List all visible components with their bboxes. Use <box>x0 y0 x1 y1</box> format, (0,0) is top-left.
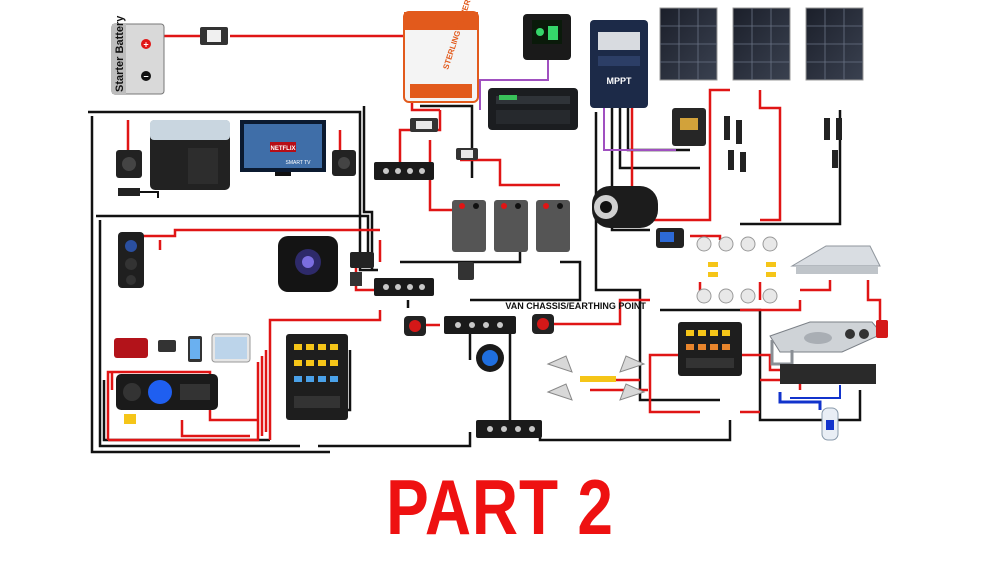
battery-monitor <box>476 344 504 372</box>
mc4-connectors <box>724 116 842 172</box>
midi-fuse <box>456 148 478 160</box>
starter-battery-label: Starter Battery <box>114 15 126 92</box>
remote-display <box>523 14 571 60</box>
water-pipe-2 <box>790 385 841 399</box>
pump-switch <box>876 320 888 338</box>
data-wires <box>479 58 676 151</box>
battery-shunt <box>458 262 474 280</box>
dash-socket-panel <box>116 374 218 410</box>
tv-brand: SMART TV <box>285 160 311 166</box>
car-charger-plug <box>118 188 159 198</box>
solar-panel <box>659 7 718 81</box>
isolator-switch <box>404 316 426 336</box>
fridge-socket <box>116 150 142 178</box>
water-pump <box>821 407 839 441</box>
busbar-charger <box>374 162 434 180</box>
solar-panel <box>805 7 864 81</box>
mppt-label: MPPT <box>606 76 632 86</box>
heater-controller <box>656 228 684 248</box>
wifi-router <box>278 236 338 292</box>
phone <box>188 336 202 362</box>
battery-plus-label: + <box>143 40 148 50</box>
mppt-controller: MPPT <box>590 20 648 108</box>
light-connectors <box>708 262 776 277</box>
fuse-box-left <box>286 334 348 420</box>
busbar-negative <box>476 420 542 438</box>
isolator-switch <box>532 314 554 334</box>
tv-socket <box>332 150 356 176</box>
solar-isolator <box>672 108 706 146</box>
chassis-point-label: VAN CHASSIS/EARTHING POINT <box>505 301 646 311</box>
socket-fuse <box>124 414 136 424</box>
strip-lights <box>546 355 646 401</box>
tv-badge: NETFLIX <box>271 146 296 152</box>
sink-hob-unit <box>769 321 883 384</box>
solar-panel <box>732 7 791 81</box>
roof-fan <box>790 245 881 274</box>
inverter-small <box>114 338 148 358</box>
leisure-battery-bank <box>452 200 570 252</box>
fridge <box>150 120 230 190</box>
battery-charger: STERLING POWER <box>403 0 479 103</box>
busbar-main <box>374 278 434 296</box>
battery-minus-label: − <box>143 72 148 82</box>
router-socket <box>350 252 374 286</box>
car-charger <box>158 340 176 352</box>
smart-tv: NETFLIX SMART TV <box>240 120 326 176</box>
downlights <box>696 236 778 304</box>
diesel-heater <box>592 186 658 228</box>
part-title: PART 2 <box>386 463 614 551</box>
solar-panel-array <box>659 7 864 81</box>
anl-fuse <box>410 118 438 132</box>
usb-socket-panel <box>118 232 144 288</box>
inverter <box>488 88 578 130</box>
starter-battery: + − Starter Battery <box>111 15 165 95</box>
tablet <box>211 333 251 363</box>
negative-wires <box>88 94 862 454</box>
water-pipe <box>778 392 822 410</box>
fuse-box-right <box>678 322 742 376</box>
inline-fuse <box>200 27 228 45</box>
busbar-positive <box>444 316 516 334</box>
